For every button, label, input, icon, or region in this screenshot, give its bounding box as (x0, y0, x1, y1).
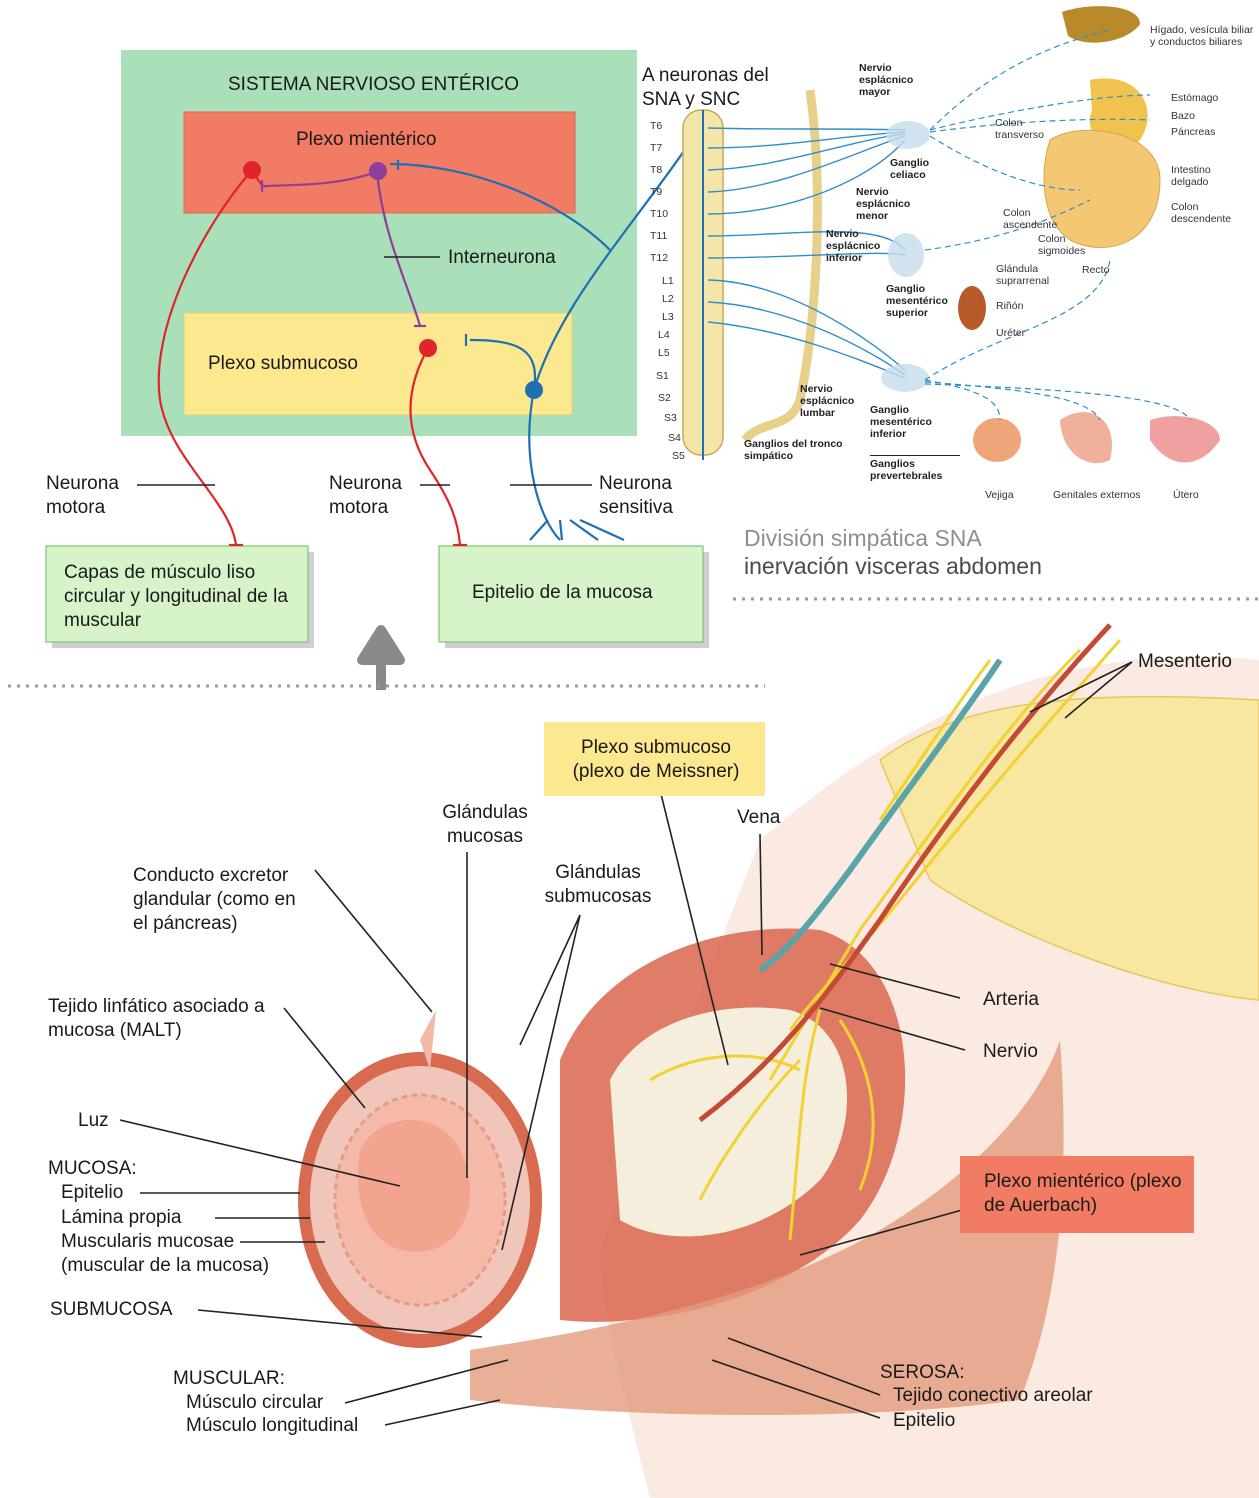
colon-transverso-label: Colon transverso (995, 117, 1055, 141)
interneuron-label: Interneurona (448, 246, 556, 270)
vejiga-label: Vejiga (985, 489, 1014, 501)
from-ans-label: A neuronas del SNA y SNC (642, 64, 792, 112)
caption-line-1: División simpática SNA (744, 524, 982, 552)
up-arrow-icon (362, 630, 400, 690)
submucosal-plexus-label: Plexo submucoso (208, 352, 358, 376)
caption-line-2: inervación visceras abdomen (744, 552, 1042, 580)
spinal-cord (683, 90, 817, 460)
level-t12: T12 (650, 252, 668, 264)
auerbach-label: Plexo mientérico (plexo de Auerbach) (984, 1170, 1184, 1218)
gut-illustration (298, 625, 1259, 1498)
level-l2: L2 (662, 293, 674, 305)
bladder-drawing (973, 418, 1021, 462)
intestino-delgado-label: Intestino delgado (1171, 164, 1231, 188)
submucosa-label: SUBMUCOSA (50, 1298, 172, 1322)
motor-neuron-left-soma (243, 161, 261, 179)
epithelium-box-label: Epitelio de la mucosa (472, 581, 653, 605)
musculo-circular-label: Músculo circular (186, 1391, 323, 1415)
motor-neuron-right-soma (419, 339, 437, 357)
level-l4: L4 (658, 329, 670, 341)
myenteric-plexus-label: Plexo mientérico (296, 128, 436, 152)
colon-sigmoides-label: Colon sigmoides (1038, 233, 1098, 257)
n-espl-mayor-label: Nervio esplácnico mayor (859, 62, 929, 98)
genitales-label: Genitales externos (1053, 489, 1141, 501)
glandulas-mucosas-label: Glándulas mucosas (430, 801, 540, 849)
lamina-propia-label: Lámina propia (61, 1206, 181, 1230)
genitals-drawing (1060, 412, 1112, 463)
muscular-label: MUSCULAR: (173, 1367, 285, 1391)
level-t8: T8 (650, 164, 662, 176)
n-espl-lumbar-label: Nervio esplácnico lumbar (800, 383, 866, 419)
bazo-label: Bazo (1171, 110, 1195, 122)
arteria-label: Arteria (983, 988, 1039, 1012)
luz-label: Luz (78, 1109, 109, 1133)
level-t11: T11 (650, 230, 667, 242)
ganglio-mes-sup-label: Ganglio mesentérico superior (886, 283, 966, 319)
level-t10: T10 (650, 208, 668, 220)
ganglio-celiaco-label: Ganglio celiaco (890, 157, 940, 181)
muscularis-mucosae-label: Muscularis mucosae (muscular de la mucos… (61, 1230, 301, 1278)
level-l1: L1 (662, 275, 674, 287)
colon-descendente-label: Colon descendente (1171, 201, 1241, 225)
level-t7: T7 (650, 142, 662, 154)
level-s3: S3 (664, 412, 677, 424)
serosa-epitelio-label: Epitelio (893, 1409, 955, 1433)
musculo-longitudinal-label: Músculo longitudinal (186, 1414, 358, 1438)
level-s4: S4 (668, 432, 681, 444)
level-s1: S1 (656, 370, 669, 382)
ureter-label: Uréter (996, 327, 1025, 339)
sensory-neuron-label: Neurona sensitiva (599, 472, 699, 520)
tejido-conectivo-label: Tejido conectivo areolar (893, 1384, 1093, 1408)
mucosa-label: MUCOSA: (48, 1157, 137, 1181)
colon-ascendente-label: Colon ascendente (1003, 207, 1063, 231)
level-l3: L3 (662, 311, 674, 323)
liver-drawing (1062, 6, 1140, 43)
ganglio-mes-inf-label: Ganglio mesentérico inferior (870, 404, 950, 440)
motor-neuron-label-1: Neurona motora (46, 472, 136, 520)
ganglios-tronco-label: Ganglios del tronco simpático (744, 438, 844, 462)
estomago-label: Estómago (1171, 92, 1218, 104)
recto-label: Recto (1082, 264, 1109, 276)
level-t9: T9 (650, 186, 662, 198)
level-t6: T6 (650, 120, 662, 132)
inferior-mesenteric-ganglion (881, 364, 929, 392)
nervio-label: Nervio (983, 1040, 1038, 1064)
celiac-ganglion (886, 121, 930, 149)
ganglios-prevert-label: Ganglios prevertebrales (870, 455, 960, 482)
epitelio-label: Epitelio (61, 1181, 123, 1205)
smooth-muscle-box-label: Capas de músculo liso circular y longitu… (64, 561, 304, 633)
glandula-suprarrenal-label: Glándula suprarrenal (996, 263, 1066, 287)
conducto-excretor-label: Conducto excretor glandular (como en el … (133, 864, 313, 936)
malt-label: Tejido linfático asociado a mucosa (MALT… (48, 995, 283, 1043)
utero-label: Útero (1173, 489, 1199, 501)
serosa-label: SEROSA: (880, 1361, 964, 1385)
pancreas-label: Páncreas (1171, 126, 1215, 138)
mesenterio-label: Mesenterio (1138, 650, 1232, 674)
motor-neuron-label-2: Neurona motora (329, 472, 419, 520)
n-espl-menor-label: Nervio esplácnico menor (856, 186, 926, 222)
level-s5: S5 (672, 450, 685, 462)
glandulas-submucosas-label: Glándulas submucosas (533, 861, 663, 909)
interneuron-soma (369, 162, 387, 180)
higado-label: Hígado, vesícula biliar y conductos bili… (1150, 24, 1259, 48)
uterus-drawing (1150, 416, 1220, 462)
n-espl-inferior-label: Nervio esplácnico inferior (826, 228, 896, 264)
level-s2: S2 (658, 392, 671, 404)
sensory-neuron-soma (525, 381, 543, 399)
meissner-label: Plexo submucoso (plexo de Meissner) (556, 736, 756, 784)
enteric-title: SISTEMA NERVIOSO ENTÉRICO (228, 73, 519, 97)
rinon-label: Riñón (996, 300, 1023, 312)
vena-label: Vena (737, 806, 780, 830)
level-l5: L5 (658, 347, 670, 359)
